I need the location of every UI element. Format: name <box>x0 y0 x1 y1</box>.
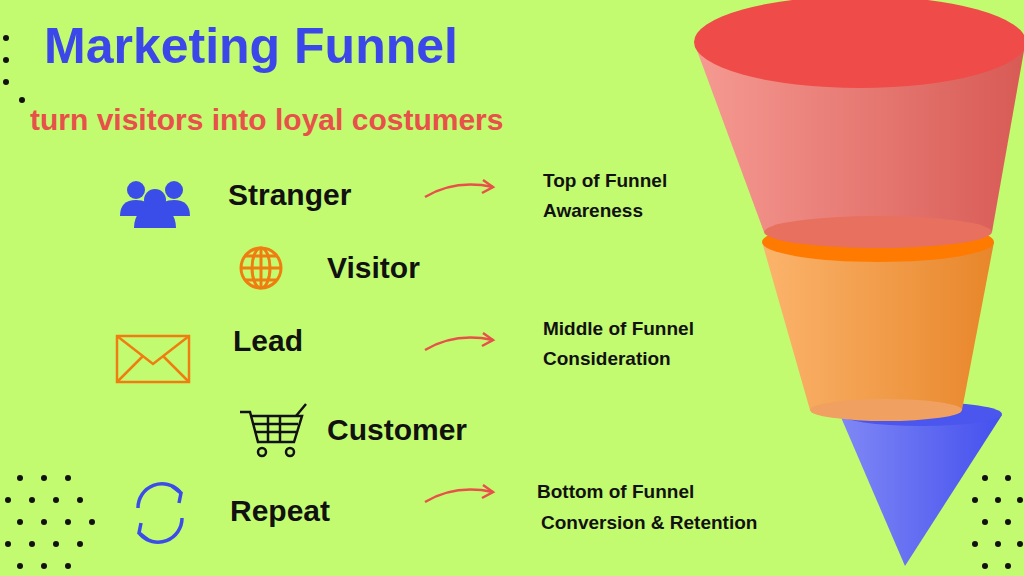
subtitle: turn visitors into loyal costumers <box>30 103 503 138</box>
funnel-stage: Awareness <box>543 200 643 222</box>
funnel-level: Top of Funnel <box>543 170 667 192</box>
cart-icon <box>240 404 306 456</box>
globe-icon <box>241 248 281 288</box>
repeat-icon <box>138 484 182 542</box>
funnel-stage: Conversion & Retention <box>541 512 757 534</box>
stage-label: Repeat <box>230 494 330 529</box>
stage-label: Visitor <box>327 251 420 286</box>
funnel-level: Bottom of Funnel <box>537 481 694 503</box>
page-title: Marketing Funnel <box>44 18 458 76</box>
stage-label: Lead <box>233 324 303 359</box>
funnel-level: Middle of Funnel <box>543 318 694 340</box>
leader-arrow <box>425 180 493 502</box>
envelope-icon <box>117 336 189 382</box>
funnel-shape <box>694 0 1024 566</box>
funnel-stage: Consideration <box>543 348 671 370</box>
people-icon <box>120 181 190 228</box>
stage-label: Stranger <box>228 178 351 213</box>
stage-label: Customer <box>327 413 467 448</box>
